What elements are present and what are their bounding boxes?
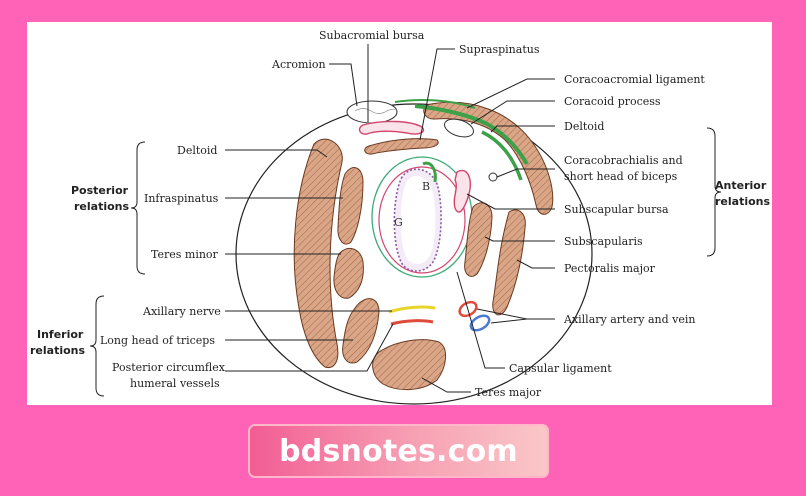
label-capsular-ligament: Capsular ligament: [509, 362, 612, 375]
leader-coracoacromial: [466, 78, 555, 109]
label-deltoid-left: Deltoid: [177, 144, 217, 157]
axillary-nerve: [388, 305, 436, 314]
leader-deltoid-left: [225, 149, 328, 158]
label-coracobrachialis-line2: short head of biceps: [564, 170, 678, 183]
label-subacromial-bursa: Subacromial bursa: [319, 29, 425, 42]
leader-supraspinatus: [419, 48, 455, 141]
leader-teres-major: [421, 377, 471, 393]
long-head-triceps-muscle: [342, 298, 380, 364]
label-subscapular-bursa: Subscapular bursa: [564, 203, 669, 216]
label-supraspinatus: Supraspinatus: [459, 43, 540, 56]
bracket-posterior: [130, 141, 146, 275]
supraspinatus-tendon: [414, 104, 529, 166]
leader-deltoid-right: [490, 125, 555, 133]
deltoid-anterior-muscle: [423, 101, 554, 215]
leader-pectoralis: [516, 259, 555, 269]
synovial-membrane: [378, 166, 466, 274]
label-subscapularis: Subscapularis: [564, 235, 643, 248]
infraspinatus-muscle: [337, 167, 364, 245]
label-coracoacromial-ligament: Coracoacromial ligament: [564, 73, 705, 86]
coracobrachialis-muscle: [488, 172, 498, 182]
axillary-vein: [469, 314, 491, 332]
label-axillary-artery-vein: Axillary artery and vein: [563, 313, 695, 326]
group-inferior-line2: relations: [30, 344, 85, 357]
label-posterior-circumflex-line2: humeral vessels: [130, 377, 220, 390]
biceps-long-head-tendon: [422, 161, 437, 183]
biceps-letter: B: [422, 180, 430, 193]
leader-coracobrachialis: [496, 168, 555, 178]
label-long-head-triceps: Long head of triceps: [100, 334, 215, 347]
acromion-texture: [354, 108, 396, 114]
label-posterior-circumflex-line1: Posterior circumflex: [112, 361, 226, 374]
coracobrachialis-tendon: [481, 130, 523, 181]
posterior-circumflex-humeral-vessels: [390, 319, 434, 326]
label-teres-minor: Teres minor: [151, 248, 219, 261]
label-teres-major: Teres major: [475, 386, 542, 399]
leader-capsular-ligament: [456, 271, 505, 369]
supraspinatus-muscle: [364, 138, 439, 155]
site-watermark-badge[interactable]: bdsnotes.com: [248, 424, 549, 478]
group-posterior-line2: relations: [74, 200, 129, 213]
teres-major-muscle: [372, 339, 446, 390]
group-anterior-line1: Anterior: [715, 179, 767, 192]
label-acromion: Acromion: [271, 58, 326, 71]
bracket-anterior: [706, 127, 722, 257]
leader-subscapular-bursa: [466, 193, 555, 210]
group-inferior-line1: Inferior: [37, 328, 84, 341]
subscapularis-muscle: [464, 202, 493, 277]
shoulder-joint-relations-diagram: G B Subacromial bursa Supraspinatus: [27, 22, 772, 405]
site-name: bdsnotes.com: [279, 433, 518, 469]
leader-coracoid: [470, 100, 555, 125]
bracket-inferior: [89, 295, 105, 397]
subscapular-bursa: [453, 169, 471, 213]
deltoid-posterior-muscle: [293, 138, 343, 369]
label-axillary-nerve: Axillary nerve: [142, 305, 221, 318]
leader-subscapularis: [484, 236, 555, 242]
coracoid-process-bone: [444, 118, 474, 138]
teres-minor-muscle: [333, 247, 364, 299]
subacromial-bursa: [358, 120, 425, 135]
label-infraspinatus: Infraspinatus: [144, 192, 219, 205]
glenoid-letter: G: [394, 216, 403, 229]
leader-axillary-artery-vein-2: [490, 318, 528, 324]
group-posterior-line1: Posterior: [71, 184, 129, 197]
leader-posterior-circumflex: [225, 323, 394, 372]
pectoralis-major-muscle: [492, 209, 526, 316]
coracoacromial-ligament: [394, 99, 476, 109]
group-anterior-line2: relations: [715, 195, 770, 208]
label-coracoid-process: Coracoid process: [564, 95, 661, 108]
label-coracobrachialis-line1: Coracobrachialis and: [564, 154, 683, 167]
label-deltoid-right: Deltoid: [564, 120, 604, 133]
diagram-svg: G B Subacromial bursa Supraspinatus: [30, 29, 770, 405]
label-pectoralis-major: Pectoralis major: [564, 262, 656, 275]
acromion-bone: [346, 100, 398, 124]
leader-acromion: [329, 63, 358, 107]
glenoid-labrum: [400, 175, 436, 264]
